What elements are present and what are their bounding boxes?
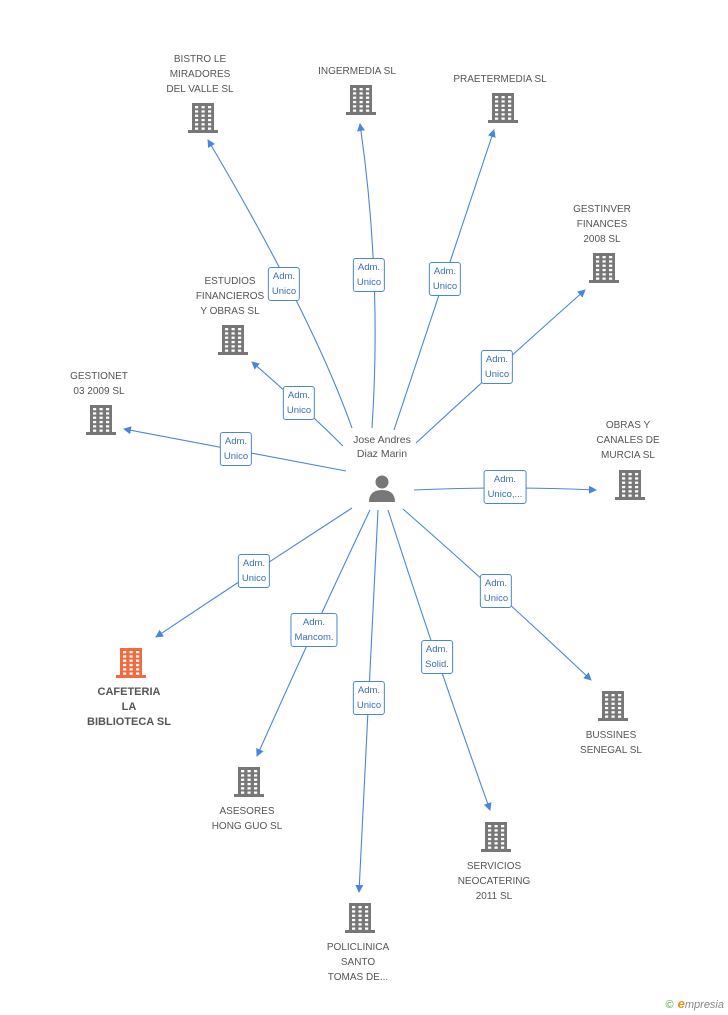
relation-label-asesores[interactable]: Adm. Mancom.	[290, 613, 338, 647]
relation-label-policlinica[interactable]: Adm. Unico	[352, 681, 386, 715]
relation-label-bistro[interactable]: Adm. Unico	[267, 267, 301, 301]
building-icon-bistro[interactable]	[188, 103, 218, 133]
company-label-cafeteria[interactable]: CAFETERIA LA BIBLIOTECA SL	[87, 686, 171, 728]
company-label-bussines[interactable]: BUSSINES SENEGAL SL	[580, 730, 642, 756]
person-name-label[interactable]: Jose Andres Diaz Marin	[353, 434, 411, 460]
relation-label-bussines[interactable]: Adm. Unico	[479, 574, 513, 608]
building-icon-bussines[interactable]	[598, 691, 628, 721]
company-label-obras[interactable]: OBRAS Y CANALES DE MURCIA SL	[596, 420, 660, 461]
copyright-icon: ©	[665, 999, 674, 1011]
company-label-asesores[interactable]: ASESORES HONG GUO SL	[211, 806, 283, 832]
relation-label-ingermedia[interactable]: Adm. Unico	[352, 258, 386, 292]
relation-label-estudios[interactable]: Adm. Unico	[282, 386, 316, 420]
footer-brand[interactable]: ©empresia	[666, 996, 724, 1011]
relation-label-praetermedia[interactable]: Adm. Unico	[428, 262, 462, 296]
company-label-policlinica[interactable]: POLICLINICA SANTO TOMAS DE...	[326, 942, 390, 983]
building-icon-servicios[interactable]	[481, 822, 511, 852]
person-icon[interactable]	[369, 475, 395, 503]
building-icon-estudios[interactable]	[218, 325, 248, 355]
building-icon-asesores[interactable]	[234, 767, 264, 797]
relation-label-servicios[interactable]: Adm. Solid.	[421, 640, 453, 674]
company-label-praetermedia[interactable]: PRAETERMEDIA SL	[453, 74, 547, 85]
building-icon-praetermedia[interactable]	[488, 93, 518, 123]
building-icon-ingermedia[interactable]	[346, 85, 376, 115]
building-icon-policlinica[interactable]	[345, 903, 375, 933]
building-icon-gestionet[interactable]	[86, 405, 116, 435]
company-label-estudios[interactable]: ESTUDIOS FINANCIEROS Y OBRAS SL	[195, 276, 265, 317]
relation-label-obras[interactable]: Adm. Unico,...	[483, 470, 527, 504]
relation-label-gestinver[interactable]: Adm. Unico	[480, 350, 514, 384]
brand-name: mpresia	[684, 999, 724, 1011]
building-icon-obras[interactable]	[615, 470, 645, 500]
relation-label-gestionet[interactable]: Adm. Unico	[219, 432, 253, 466]
building-icon-gestinver[interactable]	[589, 253, 619, 283]
company-label-gestinver[interactable]: GESTINVER FINANCES 2008 SL	[573, 204, 631, 245]
company-label-ingermedia[interactable]: INGERMEDIA SL	[318, 66, 396, 77]
edges-layer	[123, 123, 597, 893]
icons-layer	[86, 85, 645, 933]
relation-label-cafeteria[interactable]: Adm. Unico	[237, 554, 271, 588]
brand-initial: e	[677, 996, 685, 1011]
company-label-servicios[interactable]: SERVICIOS NEOCATERING 2011 SL	[457, 861, 531, 902]
company-label-bistro[interactable]: BISTRO LE MIRADORES DEL VALLE SL	[166, 54, 234, 95]
company-label-gestionet[interactable]: GESTIONET 03 2009 SL	[70, 371, 128, 397]
building-icon-cafeteria[interactable]	[116, 648, 146, 678]
